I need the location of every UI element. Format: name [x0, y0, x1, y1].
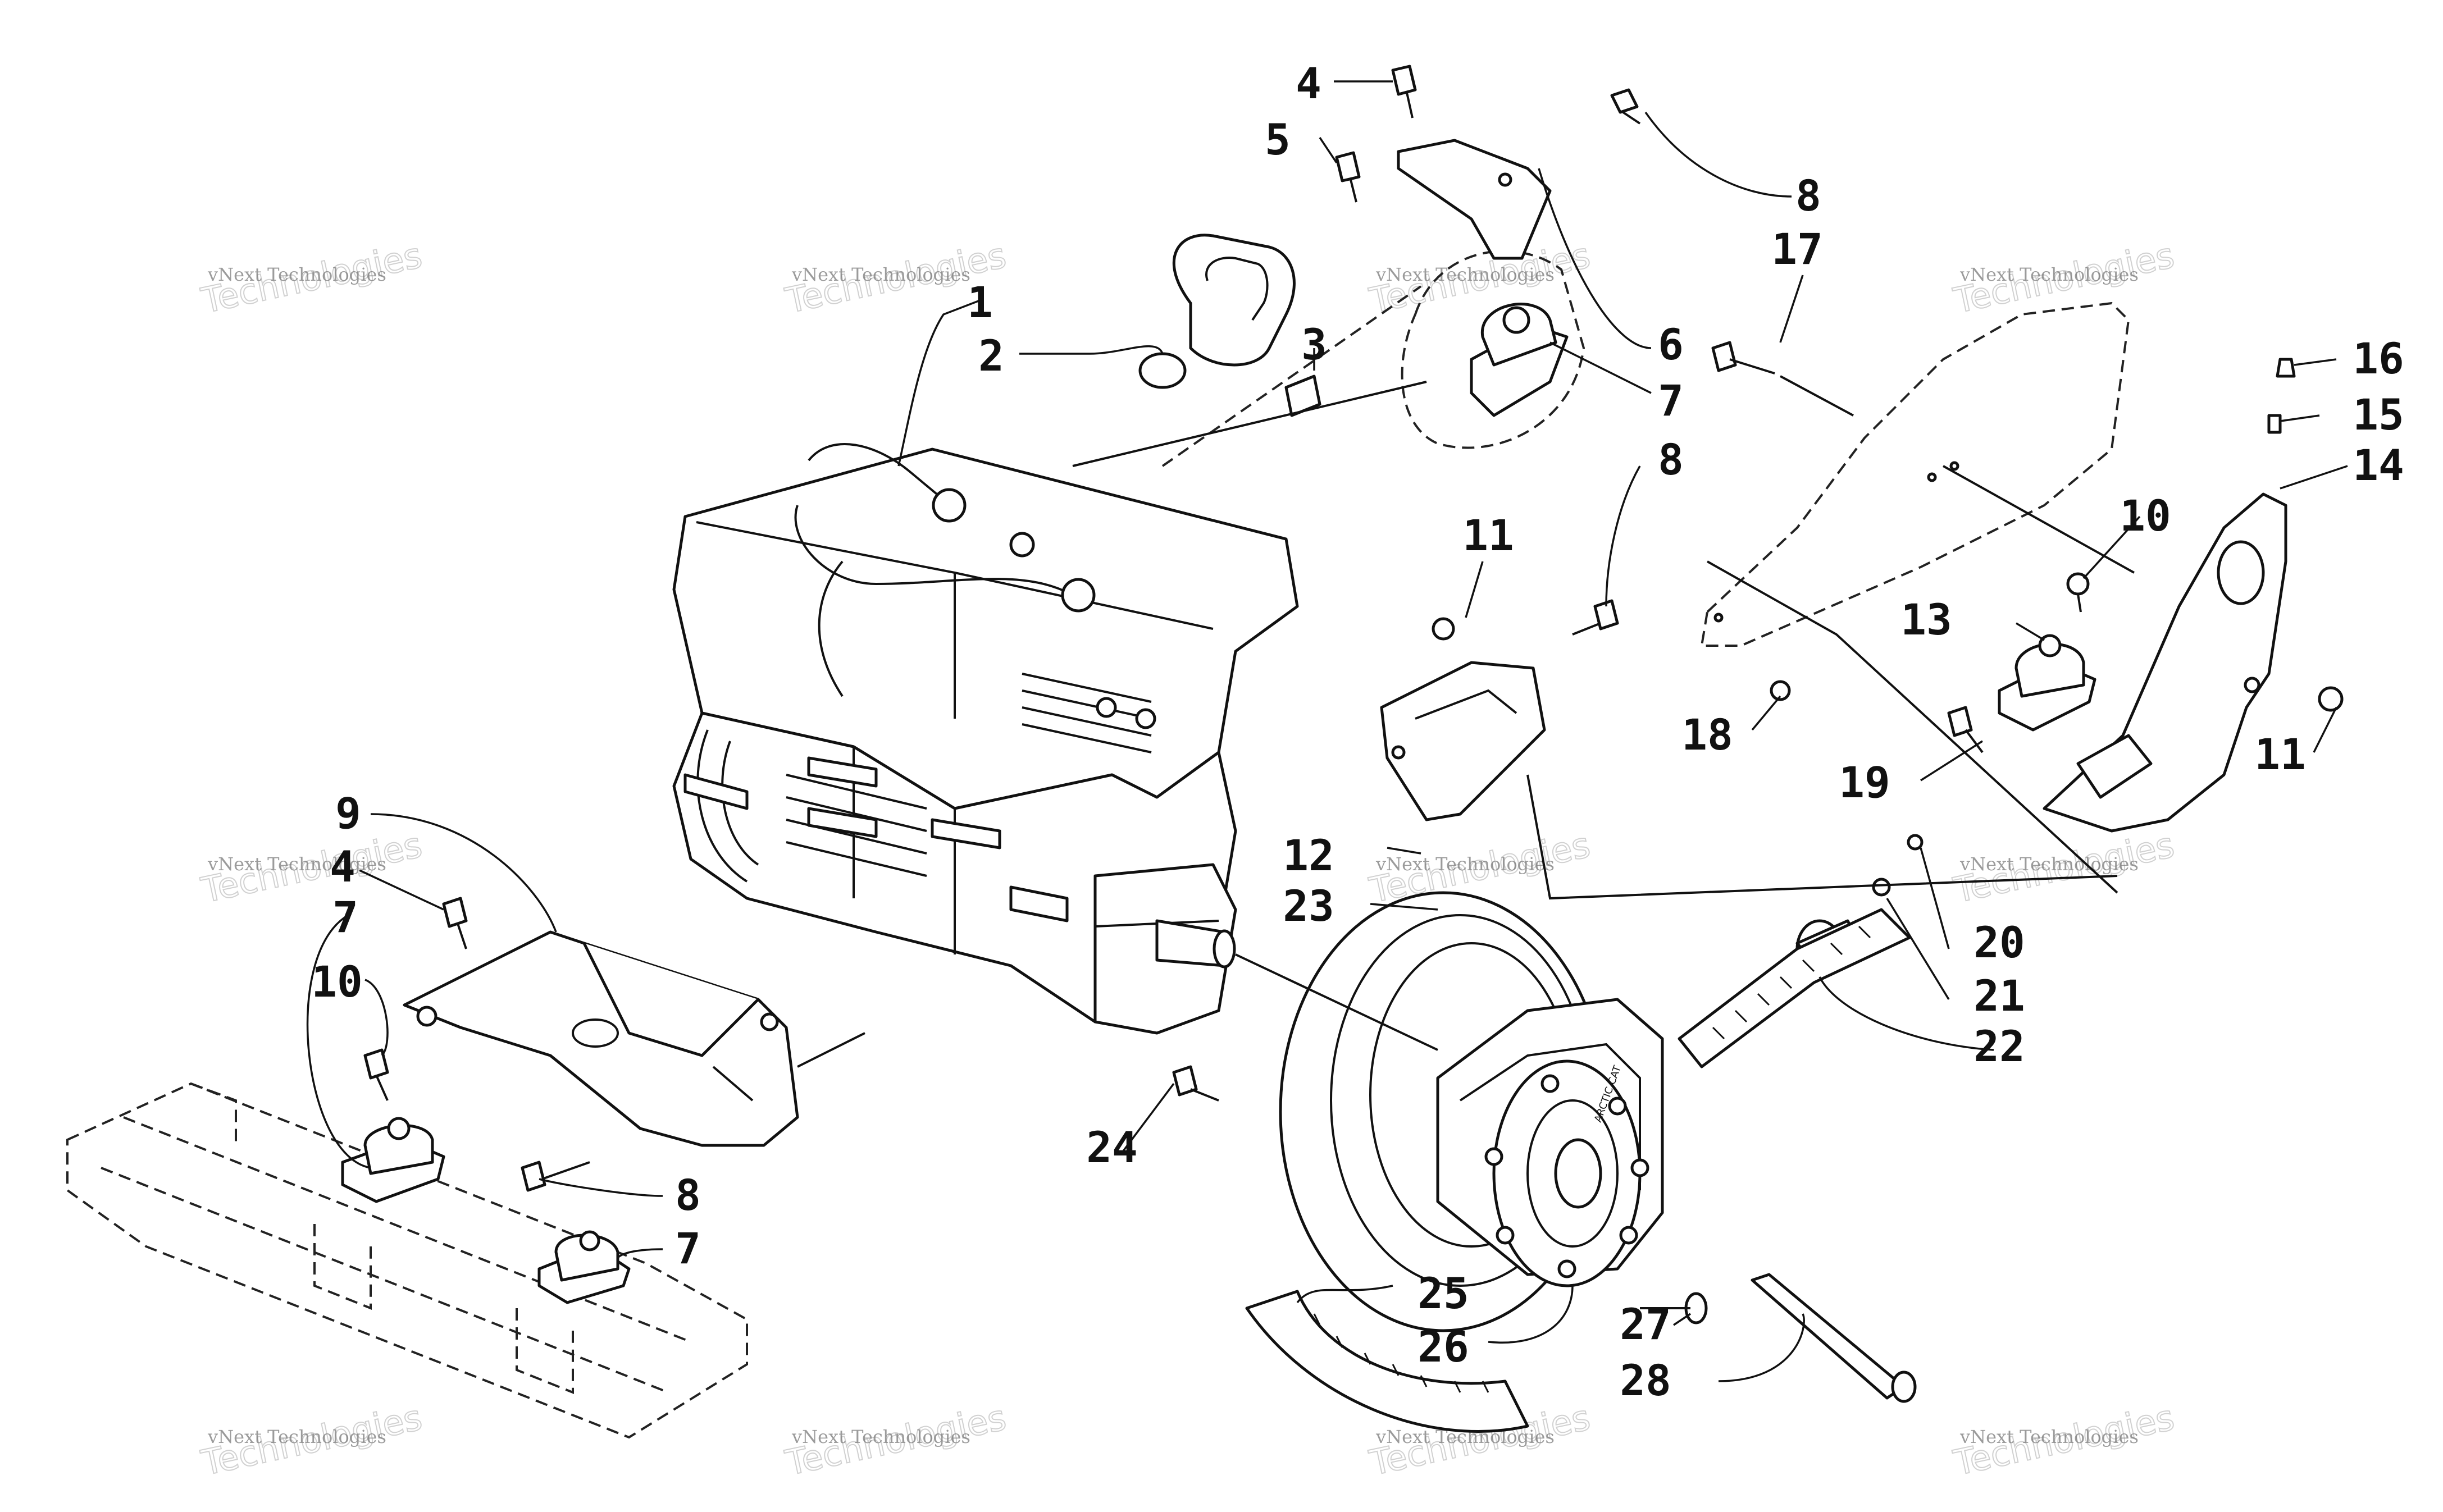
- rubber-mount-lower-left: [341, 1117, 445, 1203]
- callout-16: 16: [2353, 334, 2404, 383]
- watermark-small: vNext Technologies: [1959, 264, 2139, 285]
- callout-5: 5: [1265, 115, 1291, 165]
- callout-19: 19: [1839, 757, 1890, 807]
- callout-4: 4: [1296, 58, 1321, 108]
- watermark-small: vNext Technologies: [1959, 1426, 2139, 1447]
- watermark-small: vNext Technologies: [791, 264, 970, 285]
- watermark-small: vNext Technologies: [1959, 853, 2139, 875]
- callout-26: 26: [1418, 1322, 1469, 1372]
- rubber-mount-upper: [1470, 303, 1569, 417]
- callout-4-left: 4: [330, 842, 355, 892]
- rubber-mount-right: [1998, 634, 2096, 732]
- rope-clip: [1284, 374, 1321, 417]
- chaincase-bracket: [2043, 492, 2287, 833]
- callout-18: 18: [1681, 710, 1733, 760]
- watermark-12: Technologies vNext Technologies: [1949, 1396, 2178, 1484]
- starter-handle: [1138, 234, 1296, 389]
- callout-24: 24: [1086, 1122, 1138, 1172]
- chassis-frame-rail: [66, 1082, 748, 1439]
- engine-assembly: [672, 443, 1299, 1035]
- callout-23: 23: [1283, 881, 1334, 931]
- rubber-mount-lower-right: [537, 1230, 631, 1304]
- callout-12: 12: [1283, 830, 1334, 880]
- engine-mount-bracket: [403, 930, 799, 1147]
- callout-10-right: 10: [2120, 491, 2171, 541]
- callout-7-top: 7: [1658, 376, 1684, 426]
- watermark-small: vNext Technologies: [1375, 264, 1555, 285]
- callout-8-center: 8: [1658, 435, 1684, 485]
- callout-11-center: 11: [1462, 510, 1514, 560]
- callout-15: 15: [2353, 390, 2404, 440]
- callout-1: 1: [967, 277, 993, 327]
- callout-25: 25: [1418, 1268, 1469, 1318]
- watermark-1: Technologies vNext Technologies: [197, 234, 426, 322]
- callout-9: 9: [335, 788, 361, 838]
- watermark-small: vNext Technologies: [207, 264, 386, 285]
- callout-2: 2: [978, 331, 1004, 381]
- center-bracket: [1380, 661, 1546, 821]
- callout-13: 13: [1900, 595, 1952, 645]
- leader-lines: [306, 80, 2348, 1382]
- callout-20: 20: [1973, 917, 2025, 967]
- callout-6: 6: [1658, 319, 1684, 369]
- callout-11-right: 11: [2254, 729, 2306, 779]
- callout-7-bottom: 7: [675, 1223, 701, 1273]
- chassis-side-plate: [1700, 302, 2130, 647]
- callout-8-left: 8: [675, 1170, 701, 1220]
- watermark-small: vNext Technologies: [207, 1426, 386, 1447]
- dashed-cover-outline: [1401, 250, 1585, 449]
- watermark-8: Technologies vNext Technologies: [1949, 824, 2178, 911]
- watermark-3: Technologies vNext Technologies: [1365, 234, 1594, 322]
- watermark-9: Technologies vNext Technologies: [197, 1396, 426, 1484]
- watermark-small: vNext Technologies: [207, 853, 386, 875]
- callout-21: 21: [1973, 971, 2025, 1021]
- upper-mount-bracket: [1397, 139, 1552, 260]
- callout-7-left: 7: [332, 892, 358, 942]
- drive-belt: [1245, 908, 1911, 1433]
- callout-28: 28: [1620, 1355, 1671, 1405]
- callout-10-left: 10: [311, 957, 363, 1007]
- watermark-small: vNext Technologies: [791, 1426, 970, 1447]
- callout-22: 22: [1973, 1021, 2025, 1071]
- callout-17: 17: [1771, 224, 1823, 274]
- callout-14: 14: [2353, 440, 2404, 490]
- watermark-small: vNext Technologies: [1375, 853, 1555, 875]
- fasteners: [363, 65, 2344, 1403]
- watermark-10: Technologies vNext Technologies: [781, 1396, 1010, 1484]
- drive-clutch: ARCTIC CAT: [1436, 998, 1664, 1287]
- watermark-5: Technologies vNext Technologies: [197, 824, 426, 911]
- callout-8-top: 8: [1795, 171, 1821, 221]
- callout-labels: 1 2 3 4 4 5 6 7 7 7 8 8 8 9 10 10 11 11 …: [311, 58, 2404, 1405]
- callout-27: 27: [1620, 1299, 1671, 1349]
- callout-3: 3: [1301, 319, 1327, 369]
